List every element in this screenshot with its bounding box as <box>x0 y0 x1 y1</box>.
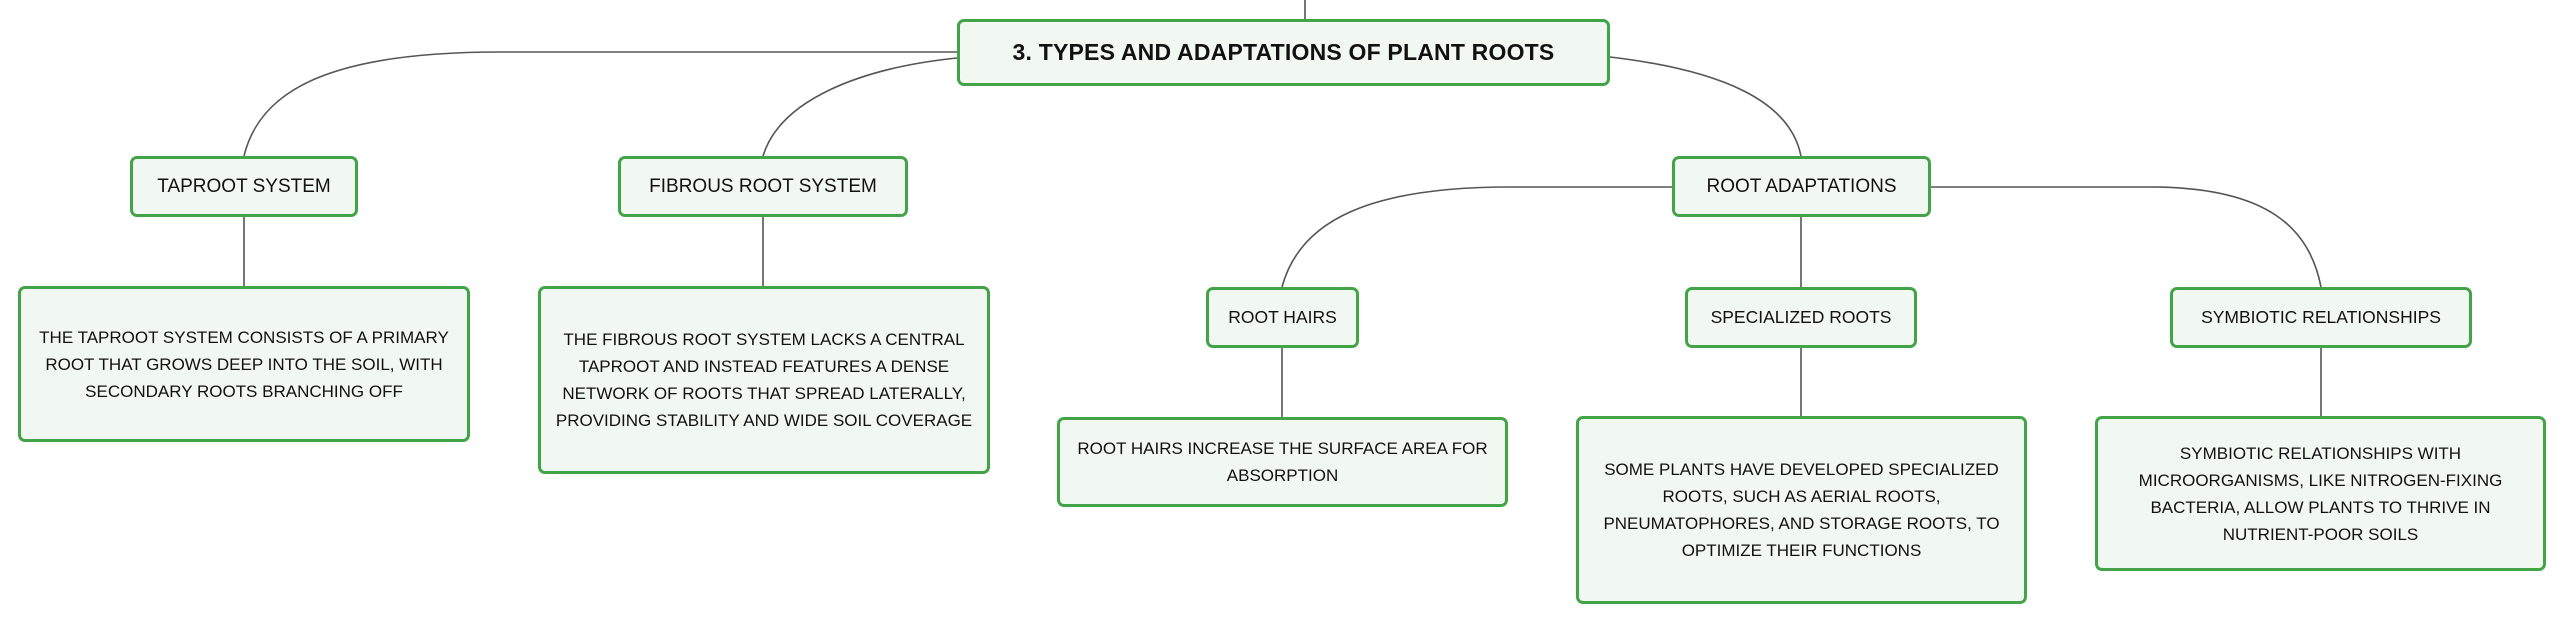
taproot-description-text: THE TAPROOT SYSTEM CONSISTS OF A PRIMARY… <box>39 327 449 401</box>
root-topic-label: 3. TYPES AND ADAPTATIONS OF PLANT ROOTS <box>1012 39 1555 65</box>
specialized-roots-description-node[interactable]: SOME PLANTS HAVE DEVELOPED SPECIALIZED R… <box>1576 416 2027 604</box>
connector-root-taproot <box>243 51 957 157</box>
connector-root-fibrous <box>762 57 958 157</box>
root-hairs-description-text: ROOT HAIRS INCREASE THE SURFACE AREA FOR… <box>1077 439 1488 485</box>
root-hairs-description-node[interactable]: ROOT HAIRS INCREASE THE SURFACE AREA FOR… <box>1057 417 1508 507</box>
specialized-roots-label: SPECIALIZED ROOTS <box>1710 307 1892 327</box>
connector-adaptations-hairs <box>1281 186 1672 288</box>
taproot-description-node[interactable]: THE TAPROOT SYSTEM CONSISTS OF A PRIMARY… <box>18 286 470 442</box>
root-topic-node[interactable]: 3. TYPES AND ADAPTATIONS OF PLANT ROOTS <box>957 19 1610 86</box>
root-hairs-label: ROOT HAIRS <box>1228 307 1337 327</box>
specialized-roots-node[interactable]: SPECIALIZED ROOTS <box>1685 287 1917 348</box>
symbiotic-relationships-node[interactable]: SYMBIOTIC RELATIONSHIPS <box>2170 287 2472 348</box>
fibrous-root-system-node[interactable]: FIBROUS ROOT SYSTEM <box>618 156 908 217</box>
symbiotic-relationships-label: SYMBIOTIC RELATIONSHIPS <box>2201 307 2441 327</box>
root-adaptations-node[interactable]: ROOT ADAPTATIONS <box>1672 156 1931 217</box>
symbiotic-description-text: SYMBIOTIC RELATIONSHIPS WITH MICROORGANI… <box>2138 443 2503 544</box>
root-hairs-node[interactable]: ROOT HAIRS <box>1206 287 1359 348</box>
fibrous-description-text: THE FIBROUS ROOT SYSTEM LACKS A CENTRAL … <box>555 330 973 430</box>
connector-root-adaptations <box>1609 56 1802 157</box>
symbiotic-description-node[interactable]: SYMBIOTIC RELATIONSHIPS WITH MICROORGANI… <box>2095 416 2546 571</box>
connector-adaptations-symbiotic <box>1931 186 2322 288</box>
taproot-system-node[interactable]: TAPROOT SYSTEM <box>130 156 358 217</box>
specialized-roots-description-text: SOME PLANTS HAVE DEVELOPED SPECIALIZED R… <box>1603 460 2000 560</box>
root-adaptations-label: ROOT ADAPTATIONS <box>1706 175 1897 197</box>
fibrous-description-node[interactable]: THE FIBROUS ROOT SYSTEM LACKS A CENTRAL … <box>538 286 990 474</box>
taproot-system-label: TAPROOT SYSTEM <box>157 175 331 197</box>
fibrous-root-system-label: FIBROUS ROOT SYSTEM <box>649 175 877 197</box>
